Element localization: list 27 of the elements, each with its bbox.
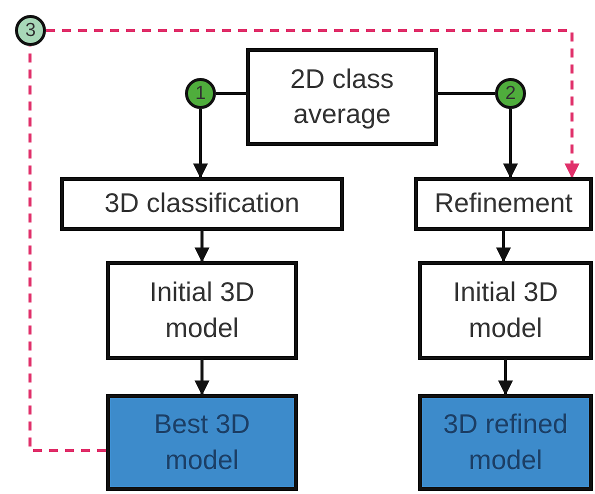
- process-box: [418, 261, 593, 360]
- process-box: [246, 48, 438, 146]
- process-box: [414, 177, 593, 231]
- box-label: Initial 3D model: [452, 276, 560, 344]
- box-label: Refinement: [434, 187, 573, 220]
- arrow: [193, 109, 208, 178]
- box-label: 2D class average: [289, 62, 395, 131]
- box-label: 3D refined model: [442, 408, 569, 476]
- process-box: [106, 261, 298, 360]
- arrow: [46, 29, 580, 178]
- process-box: [106, 394, 298, 491]
- box-label: Best 3D model: [152, 408, 252, 476]
- connector-line: [216, 92, 246, 95]
- connector-line: [28, 46, 106, 452]
- box-label: Initial 3D model: [148, 276, 256, 344]
- step-number-badge: 1: [185, 78, 216, 109]
- arrow: [194, 231, 210, 262]
- step-number-badge: 2: [495, 78, 526, 109]
- connector-line: [438, 92, 495, 95]
- process-box: [60, 177, 344, 231]
- arrow: [498, 360, 513, 396]
- box-label: 3D classification: [104, 187, 300, 220]
- arrow: [496, 231, 511, 262]
- arrow: [194, 360, 210, 396]
- process-box: [418, 394, 593, 491]
- step-number-badge: 3: [15, 15, 46, 46]
- arrow: [503, 109, 518, 178]
